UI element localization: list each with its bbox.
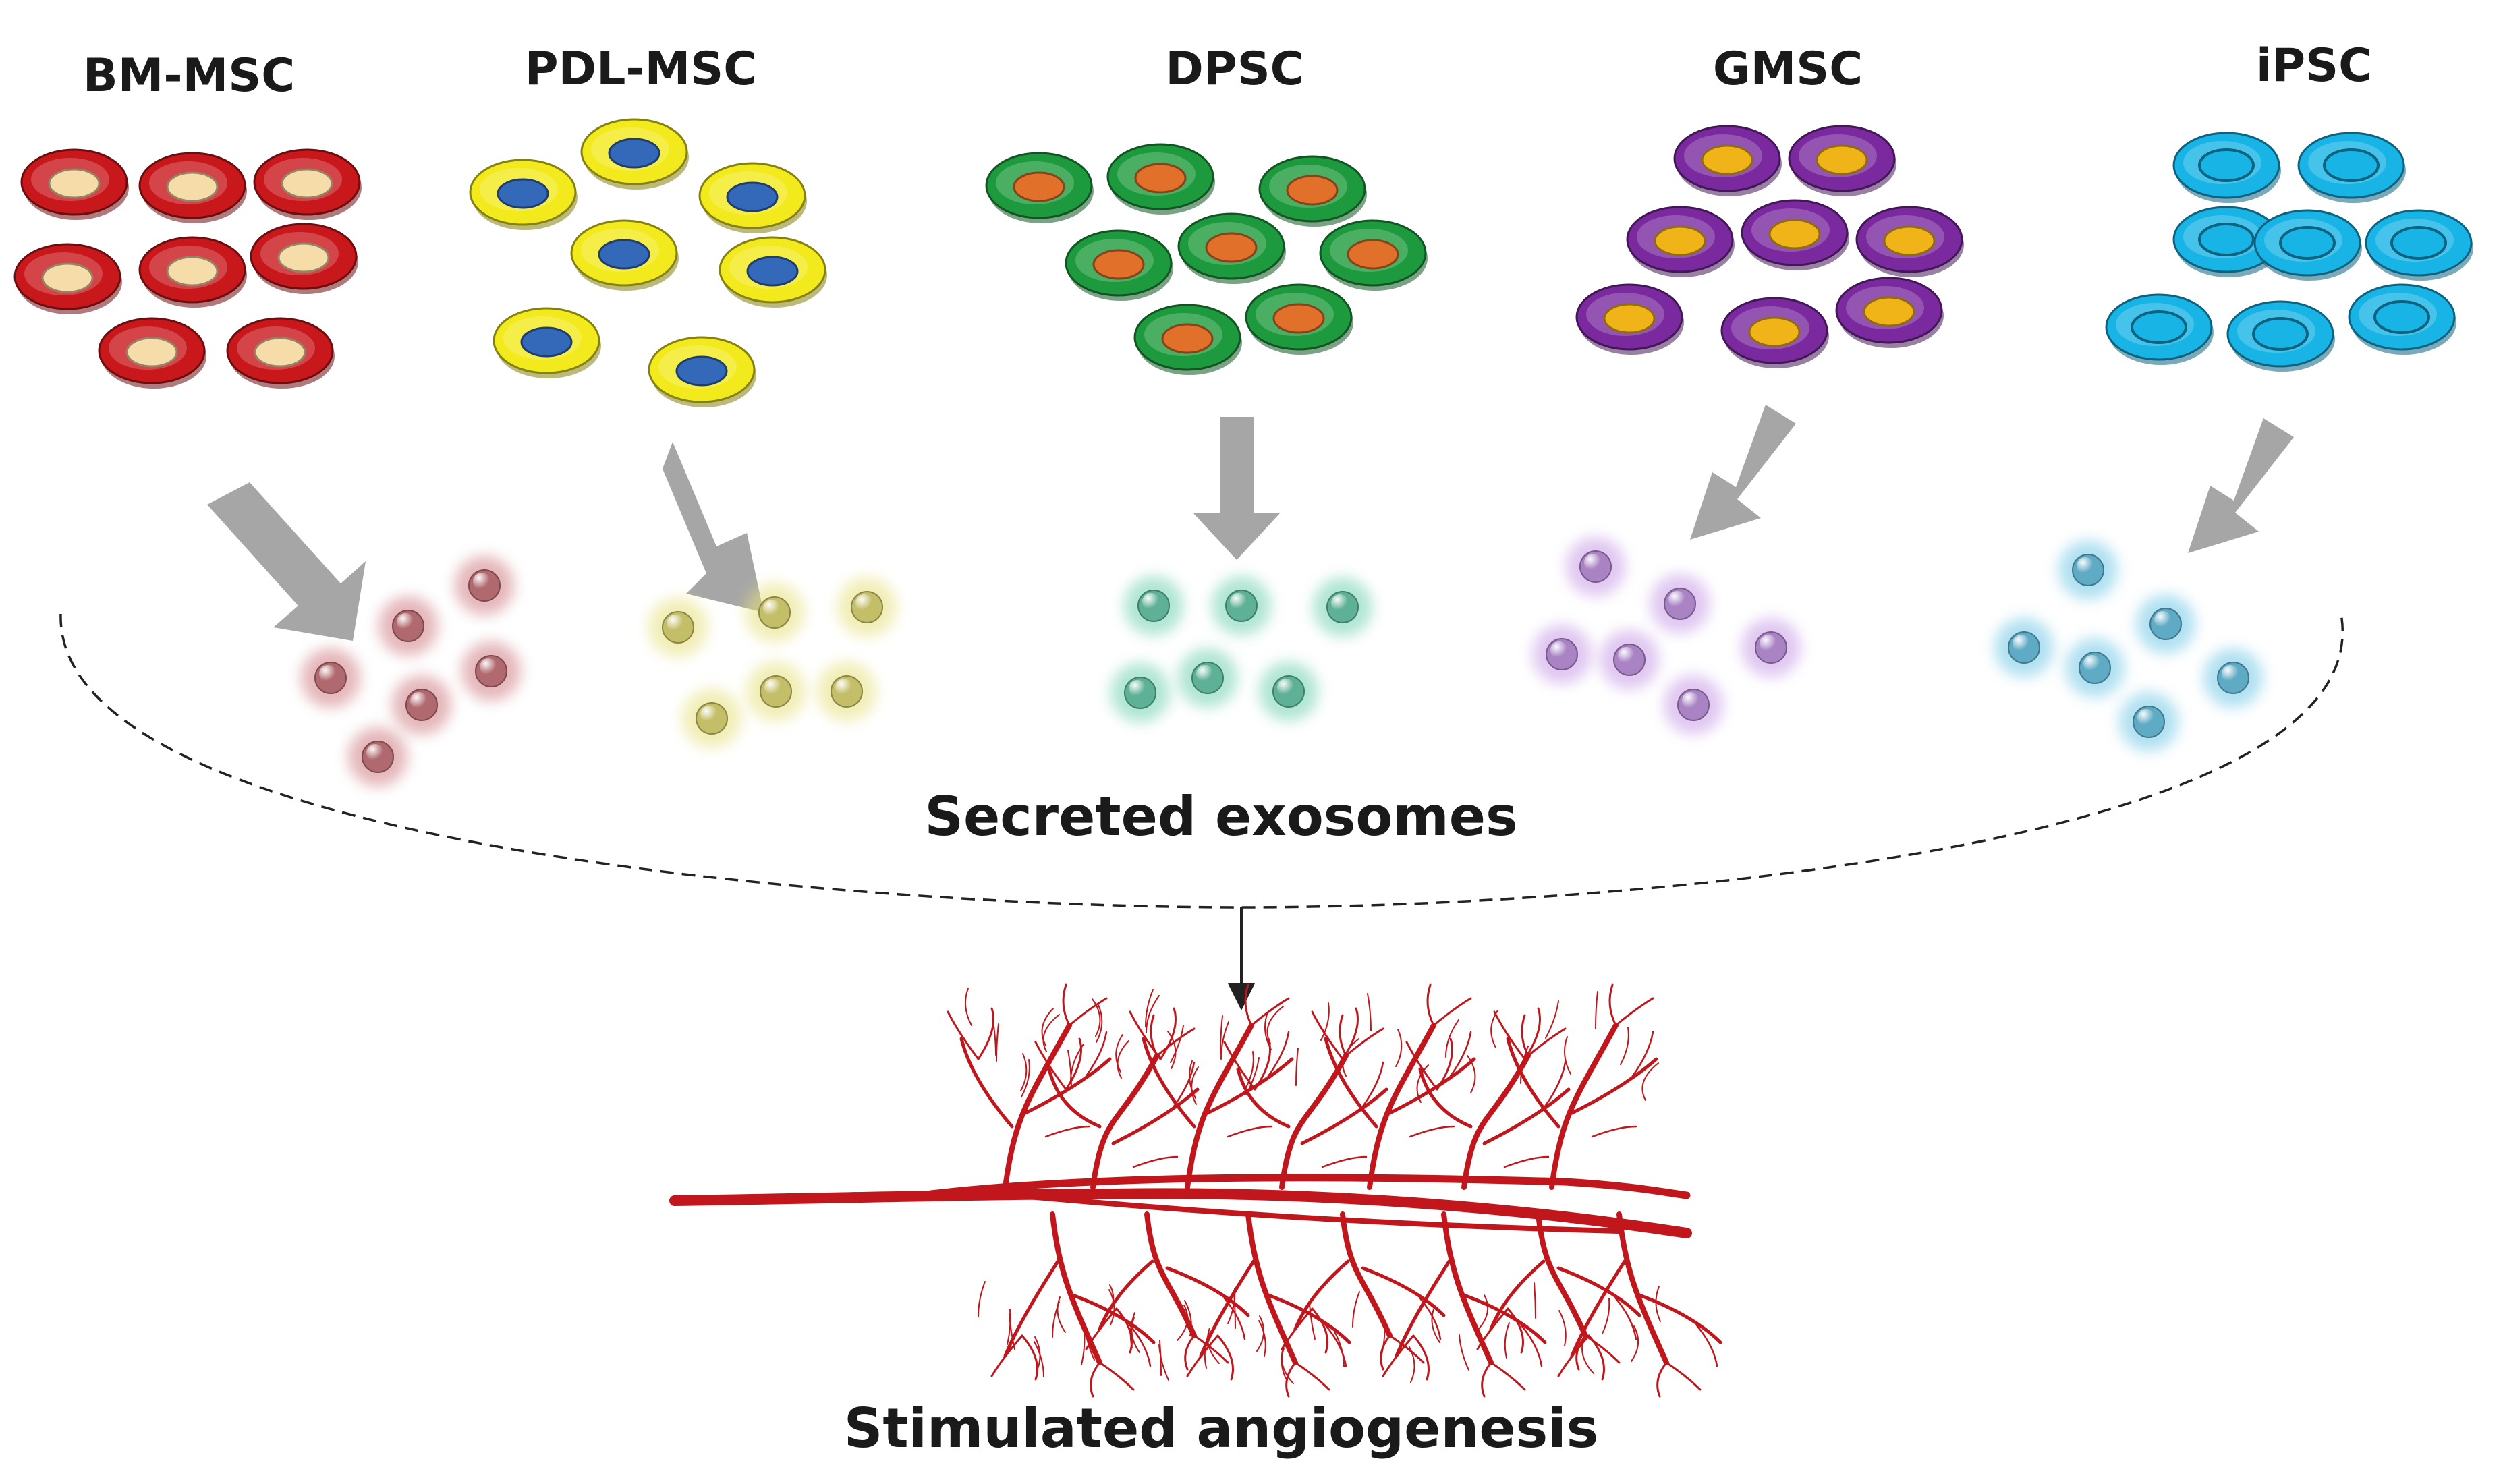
arrow-dpsc: [1193, 417, 1281, 560]
cell: [1319, 219, 1428, 291]
exosome: [648, 598, 708, 657]
dpsc-cell-cluster: [985, 143, 1428, 375]
arrow-gmsc: [1690, 405, 1796, 540]
cell: [1626, 206, 1735, 277]
bm-msc-exosomes: [301, 556, 521, 787]
cell: [2253, 209, 2362, 281]
pdl-msc-exosomes: [648, 577, 897, 748]
exosome: [817, 662, 876, 721]
exosome: [2136, 594, 2195, 654]
exosome: [1259, 662, 1318, 721]
exosome: [2119, 692, 2178, 751]
exosome: [1566, 537, 1625, 596]
exosome: [1110, 663, 1170, 722]
cell: [138, 152, 247, 223]
cell: [1673, 125, 1782, 196]
cell-label-gmsc: GMSC: [1713, 42, 1863, 96]
cell: [20, 148, 129, 220]
exosome: [682, 689, 741, 748]
cell: [1245, 283, 1353, 355]
stimulated-angiogenesis-label: Stimulated angiogenesis: [844, 1397, 1599, 1460]
cell: [253, 148, 362, 220]
arrow-bm-msc: [207, 482, 366, 641]
cell: [1065, 229, 1173, 301]
cell-label-bm-msc: BM-MSC: [83, 49, 295, 103]
cell: [570, 219, 679, 291]
cell: [648, 336, 756, 407]
cell: [13, 243, 122, 314]
cell: [1258, 155, 1367, 227]
cell: [1741, 199, 1849, 270]
exosome: [745, 583, 804, 642]
cell: [1788, 125, 1896, 196]
cell: [98, 317, 206, 389]
cell-label-dpsc: DPSC: [1165, 42, 1303, 96]
cell: [580, 118, 689, 190]
dpsc-exosomes: [1110, 576, 1372, 722]
exosome: [1600, 630, 1659, 689]
cell: [138, 236, 247, 308]
exosome: [1313, 577, 1372, 637]
exosome: [837, 577, 897, 637]
exosome: [2065, 638, 2125, 697]
exosome: [2203, 648, 2263, 708]
exosome: [301, 648, 360, 708]
pdl-msc-cell-cluster: [469, 118, 827, 407]
gmsc-exosomes: [1532, 537, 1801, 735]
exosome: [1124, 576, 1183, 635]
gmsc-cell-cluster: [1575, 125, 1964, 368]
cell: [2105, 293, 2214, 365]
cell: [698, 162, 807, 233]
cell: [2297, 132, 2406, 203]
exosome: [392, 675, 451, 735]
secretion-arrows: [207, 405, 2294, 641]
cell: [1835, 277, 1944, 348]
exosome: [1178, 648, 1237, 708]
exosome: [1532, 625, 1592, 684]
cell: [1720, 297, 1829, 368]
exosome: [2058, 540, 2118, 600]
blood-vessel-network: [669, 983, 1722, 1398]
cell: [1855, 206, 1964, 277]
cell: [2226, 300, 2335, 372]
bm-msc-cell-cluster: [13, 148, 362, 389]
cell: [1106, 143, 1215, 215]
cell: [1177, 212, 1286, 284]
cell: [469, 159, 578, 230]
cell: [226, 317, 335, 389]
cell: [1133, 304, 1242, 375]
cell: [250, 223, 358, 294]
arrow-pdl-msc: [663, 442, 764, 612]
exosome: [1741, 618, 1801, 677]
cell-label-ipsc: iPSC: [2256, 39, 2372, 92]
cell-label-pdl-msc: PDL-MSC: [525, 42, 757, 96]
cell: [493, 307, 601, 378]
ipsc-cell-cluster: [2105, 132, 2473, 372]
cell: [2172, 132, 2281, 203]
exosome: [746, 662, 806, 721]
exosome: [1664, 675, 1723, 735]
arrow-ipsc: [2188, 418, 2294, 553]
cell: [719, 236, 827, 308]
exosome: [348, 727, 407, 787]
exosome: [1212, 576, 1271, 635]
cell: [2172, 206, 2281, 277]
cell: [1575, 283, 1684, 355]
exosome-collection-curve: [59, 613, 2344, 909]
exosome: [1994, 618, 2054, 677]
exosome: [461, 641, 521, 701]
cell: [2365, 209, 2473, 281]
cell: [2348, 283, 2456, 355]
exosome: [1650, 574, 1710, 633]
secreted-exosomes-label: Secreted exosomes: [924, 785, 1517, 848]
cell: [985, 152, 1094, 223]
exosome: [378, 596, 438, 656]
ipsc-exosomes: [1994, 540, 2263, 751]
exosome: [455, 556, 514, 615]
